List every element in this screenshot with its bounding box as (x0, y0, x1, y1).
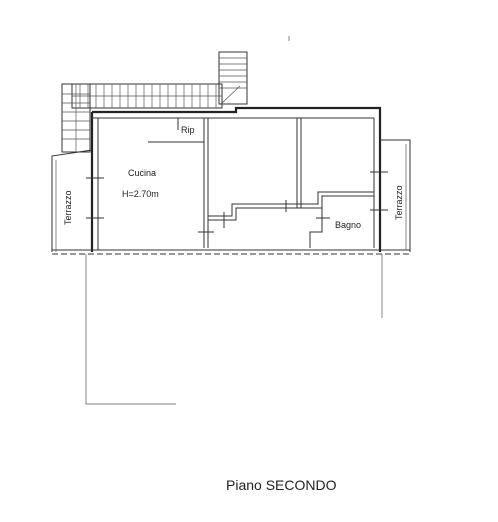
room-label-bathroom: Bagno (335, 220, 361, 230)
room-label-kitchen: Cucina (128, 168, 156, 178)
stair-left (61, 83, 91, 153)
terrace-left (51, 149, 93, 252)
garden-outline (85, 254, 383, 405)
room-height-kitchen: H=2.70m (122, 189, 159, 199)
terrace-right (380, 139, 411, 252)
room-label-terrace-right: Terrazzo (394, 185, 404, 220)
stair-horizontal (71, 83, 223, 109)
interior-walls (148, 118, 374, 248)
room-label-storage: Rip (181, 125, 195, 135)
openings (86, 171, 388, 233)
room-label-terrace-left: Terrazzo (63, 190, 73, 225)
exterior-walls (90, 106, 382, 252)
stair-upper (218, 51, 248, 105)
balcony-edge (52, 249, 410, 255)
plan-title: Piano SECONDO (226, 477, 337, 493)
